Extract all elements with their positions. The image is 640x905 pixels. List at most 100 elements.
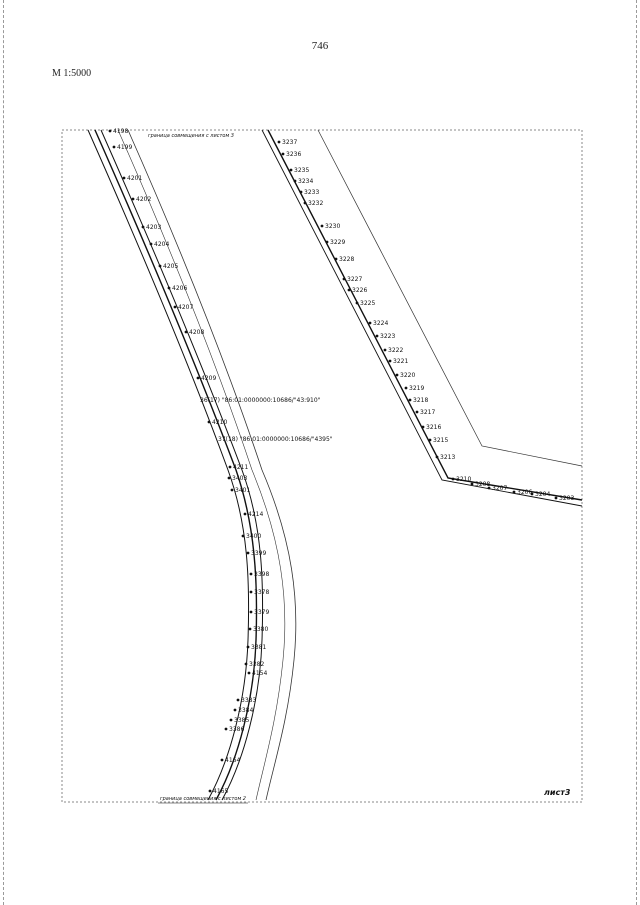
right-route-markers: 3237323632353234323332323230322932283227…	[277, 139, 574, 502]
right-route-marker-3208	[470, 482, 474, 486]
right-route-point-label: 3227	[347, 276, 362, 283]
left-route-point-label: 4214	[248, 511, 263, 518]
left-route-point-label: 3378	[254, 589, 269, 596]
left-route-marker-4214	[243, 512, 247, 516]
left-route-marker-3400	[241, 534, 245, 538]
left-route-point-label: 3401	[235, 487, 250, 494]
right-route-marker-3204	[530, 492, 534, 496]
left-route-point-label: 3381	[251, 644, 266, 651]
left-route-point-label: 4211	[233, 464, 248, 471]
left-route-point-label: 4199	[117, 144, 132, 151]
right-route-point-label: 3228	[339, 256, 354, 263]
right-route-point-label: 3217	[420, 409, 435, 416]
left-route-marker-3399	[246, 551, 250, 555]
left-route-point-label: 3398	[254, 571, 269, 578]
right-route-point-label: 3210	[456, 476, 471, 483]
left-route-point-label: 3385	[234, 717, 249, 724]
left-route-point-label: 4210	[212, 419, 227, 426]
left-route-line-inner	[94, 129, 258, 801]
parcel-label-2: 37(18) "86:01:0000000:10686/"4395"	[218, 436, 333, 443]
right-route-point-label: 3207	[492, 485, 507, 492]
right-zone-boundary	[317, 129, 583, 467]
left-route-marker-3403	[227, 476, 231, 480]
left-route-marker-3384	[233, 708, 237, 712]
right-route-marker-3236	[281, 152, 285, 156]
left-route-point-label: 3380	[253, 626, 268, 633]
right-route-marker-3226	[347, 288, 351, 292]
right-route-point-label: 3206	[517, 489, 532, 496]
left-zone-boundary-inner	[117, 129, 286, 801]
left-route-line-outer	[87, 129, 250, 801]
left-route-marker-3381	[246, 645, 250, 649]
sheet-label: лист3	[544, 788, 571, 797]
left-route-marker-4204	[149, 242, 153, 246]
left-route-marker-3401	[230, 488, 234, 492]
left-route-marker-3398	[249, 572, 253, 576]
right-route-marker-3219	[404, 386, 408, 390]
right-route-marker-3210	[451, 477, 455, 481]
left-route-point-label: 4209	[201, 375, 216, 382]
right-route-point-label: 3218	[413, 397, 428, 404]
right-route-marker-3223	[375, 334, 379, 338]
left-route-point-label: 4202	[136, 196, 151, 203]
left-route-marker-4198	[108, 129, 112, 133]
right-route-line	[267, 129, 583, 501]
right-route-marker-3215	[428, 438, 432, 442]
left-route-marker-3382	[244, 662, 248, 666]
left-route-point-label: 3399	[251, 550, 266, 557]
left-route-point-label: 4154	[252, 670, 267, 677]
left-route-marker-4206	[167, 286, 171, 290]
right-route-point-label: 3224	[373, 320, 388, 327]
right-route-point-label: 3233	[304, 189, 319, 196]
right-route-point-label: 3216	[426, 424, 441, 431]
left-route-point-label: 3382	[249, 661, 264, 668]
page-number: 746	[311, 40, 329, 52]
left-route-point-label: 4164	[225, 757, 240, 764]
left-route-marker-3385	[229, 718, 233, 722]
right-route-marker-3224	[368, 321, 372, 325]
left-route-markers: 4198419942014202420342044205420642074208…	[108, 128, 269, 795]
left-route-point-label: 4208	[189, 329, 204, 336]
left-route-marker-4203	[141, 225, 145, 229]
left-route-point-label: 4165	[213, 788, 228, 795]
right-route-marker-3228	[334, 257, 338, 261]
right-route-point-label: 3219	[409, 385, 424, 392]
right-route-point-label: 3220	[400, 372, 415, 379]
right-route-marker-3206	[512, 490, 516, 494]
left-route-marker-3383	[236, 698, 240, 702]
left-route-marker-3378	[249, 590, 253, 594]
left-route-point-label: 4207	[178, 304, 193, 311]
left-route-marker-4154	[247, 671, 251, 675]
left-route-point-label: 4205	[163, 263, 178, 270]
right-route-marker-3220	[395, 373, 399, 377]
right-scan-edge	[636, 0, 637, 905]
left-zone-boundary	[127, 129, 297, 801]
map-scale: М 1:5000	[52, 68, 92, 79]
right-route-marker-3217	[415, 410, 419, 414]
bottom-boundary-note: граница совмещения с листом 2	[160, 796, 246, 802]
right-route-marker-3230	[320, 224, 324, 228]
right-route-marker-3232	[303, 201, 307, 205]
right-route-point-label: 3208	[475, 481, 490, 488]
left-route-marker-4208	[184, 330, 188, 334]
right-route-point-label: 3203	[559, 495, 574, 502]
right-route-marker-3233	[299, 190, 303, 194]
right-route-line-outer	[261, 129, 583, 507]
left-route-line-mid	[100, 129, 264, 801]
left-route-point-label: 3384	[238, 707, 253, 714]
left-scan-edge	[3, 0, 4, 905]
right-route-point-label: 3223	[380, 333, 395, 340]
right-route-marker-3207	[487, 486, 491, 490]
right-route-marker-3235	[289, 168, 293, 172]
left-route-marker-4205	[158, 264, 162, 268]
parcel-label-1: 36(17) "86:01:0000000:10686/"43:910"	[200, 397, 321, 404]
right-route-point-label: 3234	[298, 178, 313, 185]
right-route-marker-3213	[435, 455, 439, 459]
right-route-point-label: 3204	[535, 491, 550, 498]
right-route-point-label: 3213	[440, 454, 455, 461]
right-route-marker-3216	[421, 425, 425, 429]
left-route-point-label: 4203	[146, 224, 161, 231]
left-route-point-label: 4201	[127, 175, 142, 182]
right-route-marker-3229	[325, 240, 329, 244]
